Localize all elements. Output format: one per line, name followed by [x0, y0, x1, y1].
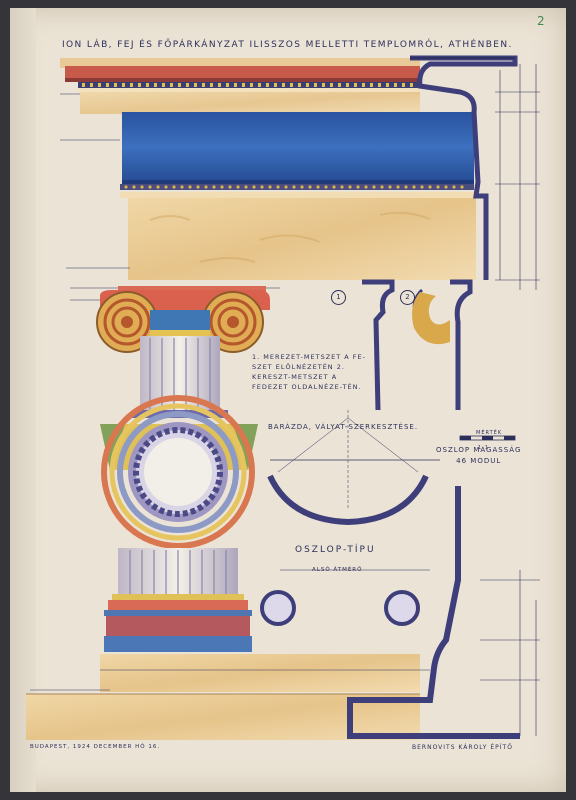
detail-legend: 1. MEREZET-METSZET A FE-SZET ELŐLNÉZETÉN… [252, 353, 366, 391]
entablature-profile [410, 55, 518, 280]
diameter-label: ALSÓ ÁTMÉRŐ [312, 567, 363, 573]
corner-mark: 2 [537, 14, 545, 28]
sheet-title: ION LÁB, FEJ ÉS FŐPÁRKÁNYZAT ILISSZOS ME… [62, 40, 513, 50]
detail-mark-1: 1 [331, 290, 346, 305]
capital-plan [100, 395, 258, 549]
scale-bar [459, 435, 516, 441]
dimension-lines [60, 64, 540, 301]
column-base [104, 548, 252, 652]
frieze [120, 112, 474, 190]
flute-construction [267, 410, 440, 526]
footer-date: BUDAPEST, 1924 DECEMBER HÓ 16. [30, 744, 161, 750]
plinth [26, 654, 420, 740]
column-type-diagram [260, 590, 420, 626]
column-height-line1: OSZLOP MAGASSÁG [436, 446, 522, 454]
cornice [60, 58, 420, 114]
dimension-lines-lower [30, 569, 540, 736]
detail-mark-2: 2 [400, 290, 415, 305]
scale-sub-label: 1:1 [478, 445, 490, 451]
base-profile [347, 486, 520, 739]
column-type-label: OSZLOP-TÍPU [295, 545, 376, 555]
detail-volute [412, 292, 450, 345]
sheet-margin [10, 8, 36, 792]
architrave [120, 192, 476, 280]
column-height-line2: 46 MODUL [456, 457, 502, 465]
flute-heading: BARÁZDA, VÁLYAT-SZERKESZTÉSE. [268, 423, 419, 431]
footer-signature: BERNOVITS KÁROLY ÉPÍTŐ [412, 744, 513, 751]
scale-label: MÉRTÉK [476, 430, 503, 436]
column-height-note: OSZLOP MAGASSÁG 46 MODUL [436, 445, 521, 467]
